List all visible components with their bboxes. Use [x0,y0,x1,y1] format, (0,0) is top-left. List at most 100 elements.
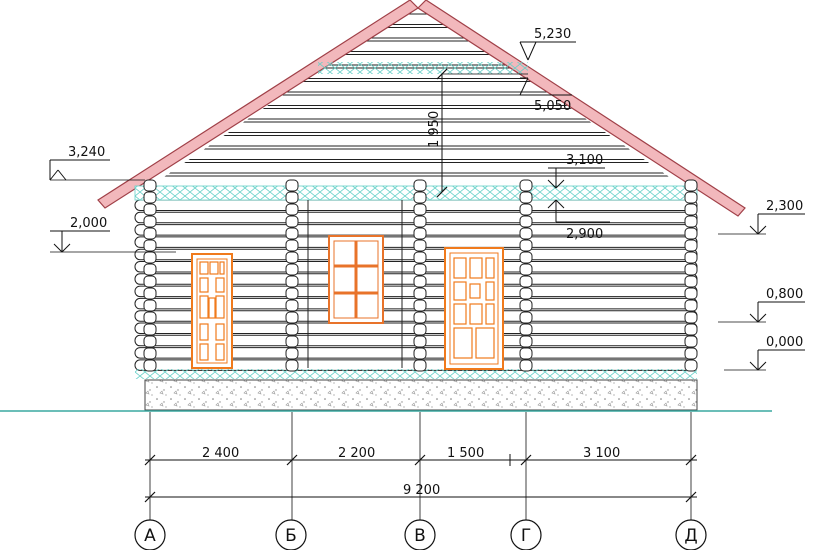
axis-markers: А Б В Г Д [134,519,707,550]
post-log [285,275,299,288]
axis-marker: А [134,519,166,550]
elevation-mark-sill: 0,800 [718,287,805,323]
span-label: 3 100 [583,446,620,461]
post-log [684,227,698,240]
post-log [413,191,427,204]
elevation-mark-left-door: 2,000 [50,216,176,253]
elevation-mark-top-left: 3,240 [49,145,145,181]
post-log [413,287,427,300]
post-log [143,227,157,240]
post-log [413,299,427,312]
right-door [444,247,504,370]
post-log [684,275,698,288]
post-log [684,215,698,228]
post-log [143,191,157,204]
center-window [328,235,384,324]
post-log [143,359,157,372]
post-log [519,191,533,204]
post-log [285,299,299,312]
post-log [143,287,157,300]
vertical-dimension-label: 1 950 [427,111,442,148]
post-log [285,347,299,360]
post-log [684,323,698,336]
axis-marker: Б [275,519,307,550]
post-log [519,263,533,276]
post-log [519,239,533,252]
post-log [519,179,533,192]
post-log [519,323,533,336]
ridge-insulation [318,62,528,74]
post-log [413,335,427,348]
post-log [684,359,698,372]
axis-label: Д [684,526,697,546]
post-log [143,179,157,192]
svg-text:3,100: 3,100 [566,153,603,168]
span-label: 1 500 [447,446,484,461]
post-log [285,335,299,348]
horizontal-dimensions: 2 400 2 200 1 500 3 100 9 200 [144,412,697,520]
post-log [143,323,157,336]
post-log [684,191,698,204]
svg-text:2,900: 2,900 [566,227,603,242]
elevation-mark-beam-top: 3,100 [547,153,605,189]
post-log [285,191,299,204]
axis-marker: Д [675,519,707,550]
post-log [285,311,299,324]
left-door [191,253,233,369]
elevation-mark-ground: 0,000 [724,335,805,371]
post-log [285,323,299,336]
post-log [684,287,698,300]
sill-insulation [135,369,697,379]
post-log [519,251,533,264]
post-log [684,299,698,312]
elevation-mark-right-eave: 2,300 [718,199,805,235]
post-log [519,347,533,360]
svg-text:3,240: 3,240 [68,145,105,160]
post-log [519,299,533,312]
gable-logs [145,2,688,190]
post-log [519,227,533,240]
post-log [519,359,533,372]
post-log [285,251,299,264]
axis-label: А [144,526,156,546]
post-log [143,311,157,324]
total-span-label: 9 200 [403,483,440,498]
post-log [519,215,533,228]
post-log [684,179,698,192]
svg-text:5,050: 5,050 [534,99,571,114]
post-log [143,347,157,360]
axis-marker: Г [510,519,542,550]
post-log [519,311,533,324]
post-log [413,263,427,276]
post-log [285,227,299,240]
post-log [413,275,427,288]
post-log [413,203,427,216]
post-log [285,239,299,252]
post-log [684,251,698,264]
post-log [519,203,533,216]
axis-marker: В [404,519,436,550]
post-log [143,299,157,312]
post-log [143,263,157,276]
post-log [285,179,299,192]
post-log [143,215,157,228]
post-log [285,203,299,216]
post-log [684,335,698,348]
post-log [413,347,427,360]
svg-text:2,000: 2,000 [70,216,107,231]
foundation [144,379,698,411]
post-log [684,311,698,324]
post-log [519,335,533,348]
post-log [285,359,299,372]
post-log [143,335,157,348]
elevation-mark-beam-bottom: 2,900 [547,199,610,242]
post-log [684,263,698,276]
post-log [413,239,427,252]
axis-label: Г [521,526,531,546]
post-log [684,347,698,360]
post-log [413,251,427,264]
roof-right-slope [417,0,746,217]
post-log [519,275,533,288]
post-log [413,359,427,372]
